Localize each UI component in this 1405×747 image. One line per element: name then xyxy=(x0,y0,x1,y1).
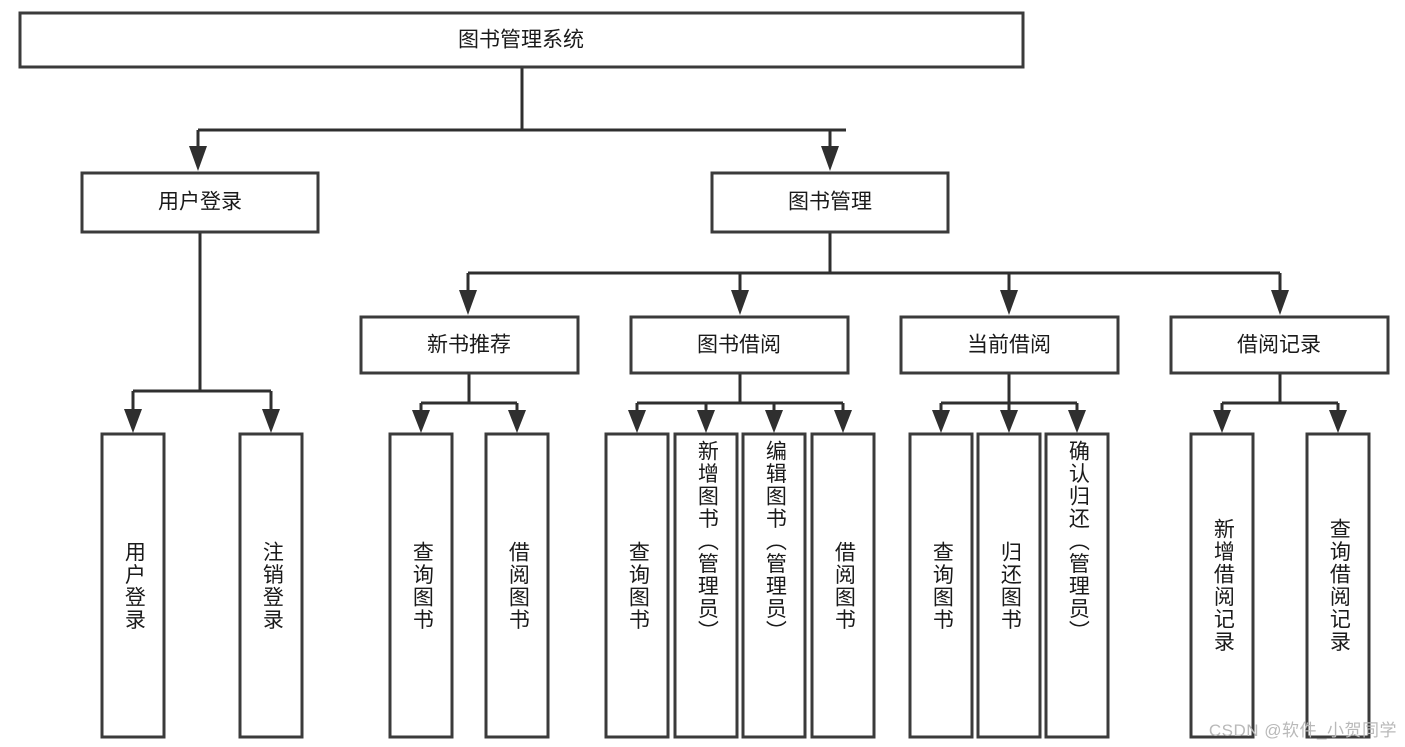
node-book-borrow[interactable]: 图书借阅 xyxy=(629,315,850,375)
node-user-login[interactable]: 用户登录 xyxy=(80,171,320,234)
csdn-watermark: CSDN @软件_小贺同学 xyxy=(1208,721,1397,740)
connector-root-to-level2 xyxy=(189,67,846,171)
connector-currentborrow-to-leaves xyxy=(932,373,1086,433)
leaf-boxes-user-login[interactable] xyxy=(100,432,304,739)
node-user-login-label: 用户登录 xyxy=(158,191,242,214)
node-book-management[interactable]: 图书管理 xyxy=(710,171,950,234)
node-current-borrow-label: 当前借阅 xyxy=(967,334,1051,357)
node-book-management-label: 图书管理 xyxy=(788,191,872,214)
leaf-boxes-book-borrow[interactable] xyxy=(604,432,876,739)
leaf-boxes-borrow-record[interactable] xyxy=(1189,432,1371,739)
connector-userlogin-to-leaves xyxy=(124,232,280,433)
connector-borrowrecord-to-leaves xyxy=(1213,373,1347,433)
node-new-book-recommend-label: 新书推荐 xyxy=(427,334,511,357)
node-root-label: 图书管理系统 xyxy=(458,29,584,52)
leaf-boxes-current-borrow[interactable] xyxy=(908,432,1110,739)
node-borrow-record-label: 借阅记录 xyxy=(1237,334,1321,357)
connector-newbook-to-leaves xyxy=(412,373,526,433)
connector-bookborrow-to-leaves xyxy=(628,373,852,433)
node-current-borrow[interactable]: 当前借阅 xyxy=(899,315,1120,375)
node-new-book-recommend[interactable]: 新书推荐 xyxy=(359,315,580,375)
connector-bookmgmt-to-level3 xyxy=(459,232,1289,315)
node-root[interactable]: 图书管理系统 xyxy=(18,11,1025,69)
node-borrow-record[interactable]: 借阅记录 xyxy=(1169,315,1390,375)
node-book-borrow-label: 图书借阅 xyxy=(697,334,781,357)
leaf-boxes-new-book-recommend[interactable] xyxy=(388,432,550,739)
